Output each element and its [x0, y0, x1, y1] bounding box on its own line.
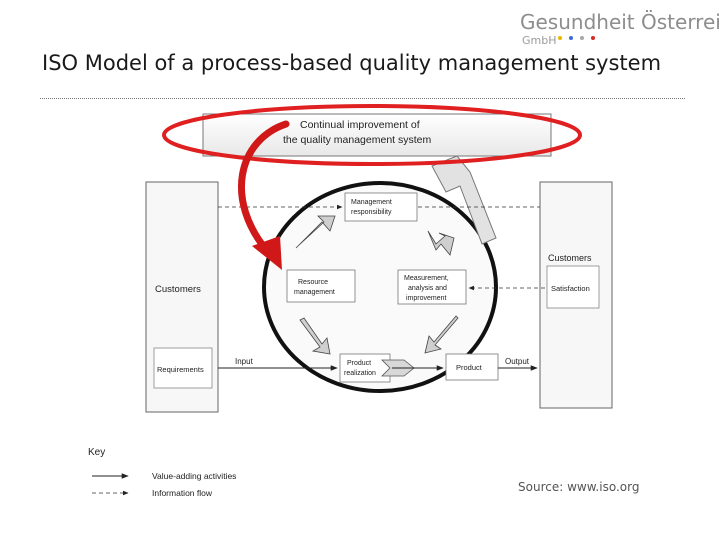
cycle-arrow-bottom-left: [299, 317, 331, 355]
cycle-arrow-bottom-right: [424, 315, 459, 354]
resource-label-line2: management: [294, 289, 335, 296]
logo-suffix: GmbH: [522, 34, 557, 47]
management-responsibility-node: Management responsibility: [344, 192, 418, 222]
highlight-arrow-head: [252, 236, 282, 270]
left-customers-label: Customers: [155, 284, 201, 295]
key-value-adding-label: Value-adding activities: [152, 471, 236, 481]
cycle-arrow-top-right: [427, 230, 455, 256]
page-title: ISO Model of a process-based quality man…: [42, 51, 662, 75]
measurement-label-line1: Measurement,: [404, 275, 449, 282]
source-citation: Source: www.iso.org: [518, 480, 640, 494]
key-information-flow-label: Information flow: [152, 488, 213, 498]
highlight-curved-arrow: [238, 120, 290, 256]
product-label: Product: [456, 363, 483, 372]
logo-dot: [569, 36, 573, 40]
measurement-box: [397, 269, 467, 305]
measurement-label-line2: analysis and: [408, 285, 447, 292]
resource-label-line1: Resource: [298, 279, 328, 286]
product-realization-node: Product realization: [339, 353, 391, 383]
resource-box: [286, 269, 356, 303]
product-realization-label-line1: Product: [347, 360, 371, 367]
resource-management-node: Resource management: [286, 269, 356, 303]
requirements-box: [153, 347, 213, 389]
requirements-label: Requirements: [157, 365, 204, 374]
management-label-line2: responsibility: [351, 209, 392, 216]
logo-dot: [591, 36, 595, 40]
measurement-analysis-node: Measurement, analysis and improvement: [397, 269, 467, 305]
product-realization-label-line2: realization: [344, 370, 376, 377]
improvement-feedback-arrow: [431, 155, 497, 245]
satisfaction-label: Satisfaction: [551, 284, 590, 293]
product-realization-box: [339, 353, 391, 383]
satisfaction-box: [546, 265, 600, 309]
management-label-line1: Management: [351, 199, 392, 206]
right-customers-label: Customers: [548, 253, 592, 263]
title-divider: [40, 98, 685, 99]
logo-name: Gesundheit Österreich: [520, 10, 720, 34]
improvement-label-line2: the quality management system: [283, 134, 431, 146]
right-customers-column: Customers Satisfaction: [539, 181, 613, 409]
measurement-label-line3: improvement: [406, 295, 447, 302]
highlight-ellipse: [162, 104, 582, 166]
input-label: Input: [235, 357, 254, 366]
logo-dot: [558, 36, 562, 40]
product-box: [445, 353, 499, 381]
logo-dot: [580, 36, 584, 40]
improvement-label-line1: Continual improvement of: [300, 119, 420, 131]
output-label: Output: [505, 357, 530, 366]
product-node: Product: [445, 353, 499, 381]
diagram-key: Key Value-adding activities Information …: [88, 447, 236, 498]
management-box: [344, 192, 418, 222]
cycle-arrow-top-left: [295, 215, 336, 249]
logo-dots: [558, 36, 595, 40]
left-customers-column: Customers Requirements: [145, 181, 219, 413]
key-title: Key: [88, 447, 105, 458]
company-logo: Gesundheit Österreich GmbH: [520, 10, 720, 50]
